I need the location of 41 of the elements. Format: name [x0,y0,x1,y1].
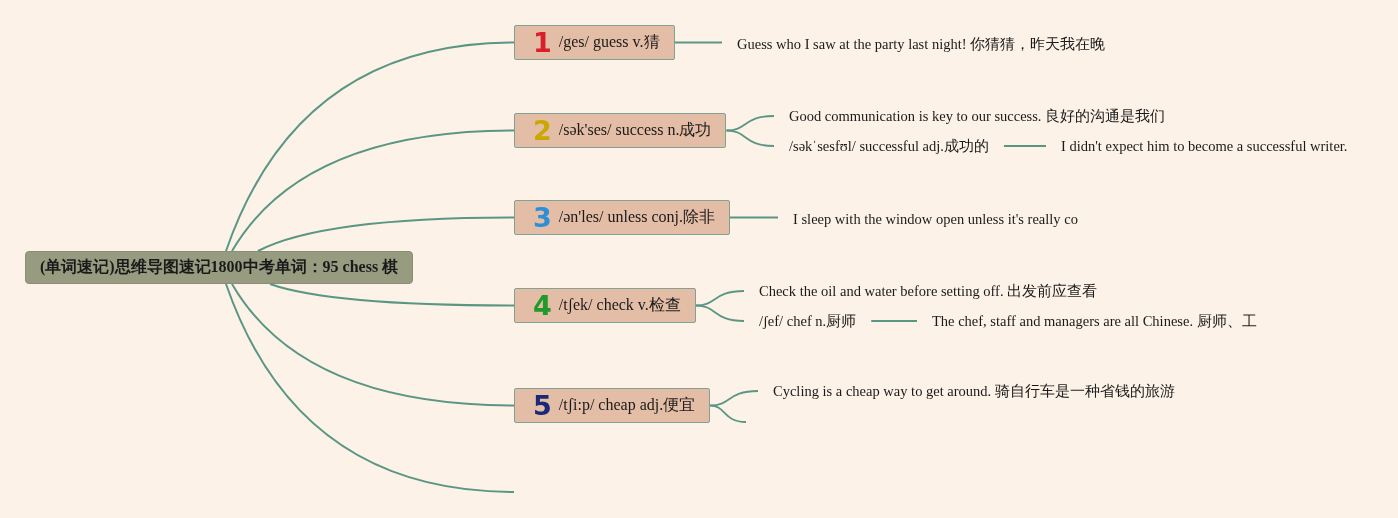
branch-text: I sleep with the window open unless it's really co [778,209,1093,229]
word-entry: /sək'ses/ success n.成功 [558,120,712,140]
connector-line [725,129,775,147]
step-number: 3 [533,204,552,231]
connector-line [729,216,779,219]
branch-text: The chef, staff and managers are all Chinese. 厨师、工 [917,311,1272,331]
connector-line [269,283,515,307]
connector-line [1003,145,1047,147]
word-box [514,25,675,60]
step-number: 4 [533,292,552,319]
step-number: 1 [533,29,552,56]
connector-line [257,216,515,252]
word-box [514,288,696,323]
branch-text: Good communication is key to our success. 良好的沟通是我们 [774,106,1181,126]
connector-line [709,404,747,423]
word-entry: /ges/ guess v.猜 [558,32,660,53]
connector-line [870,320,918,322]
connector-line [694,290,745,307]
branch-text: /səkˈsesfʊl/ successful adj.成功的 [774,136,1004,156]
word-entry: /tʃi:p/ cheap adj.便宜 [558,395,696,416]
connector-line [694,304,745,322]
branch-text: /ʃef/ chef n.厨师 [744,311,872,331]
branch-text: I didn't expect him to become a successful writer. [1046,136,1363,156]
connector-line [225,283,515,493]
step-number: 5 [533,392,552,419]
connector-line [231,129,515,252]
connector-line [709,390,759,407]
root-topic-box: (单词速记)思维导图速记1800中考单词：95 chess 棋 [25,251,413,284]
branch-text: Guess who I saw at the party last night! 你猜猜，昨天我在晚 [722,34,1121,54]
connector-line [673,41,723,44]
word-entry: /ən'les/ unless conj.除非 [558,207,715,228]
word-entry: /tʃek/ check v.检查 [558,295,681,316]
word-box [514,200,730,235]
branch-text: Cycling is a cheap way to get around. 骑自行车是一种省钱的旅游 [758,381,1190,401]
word-box [514,113,727,148]
connector-line [725,115,775,132]
connector-line [231,283,515,407]
branch-text: Check the oil and water before setting off. 出发前应查看 [744,281,1113,301]
step-number: 2 [533,117,552,144]
word-box [514,388,711,423]
connector-line [225,41,515,252]
